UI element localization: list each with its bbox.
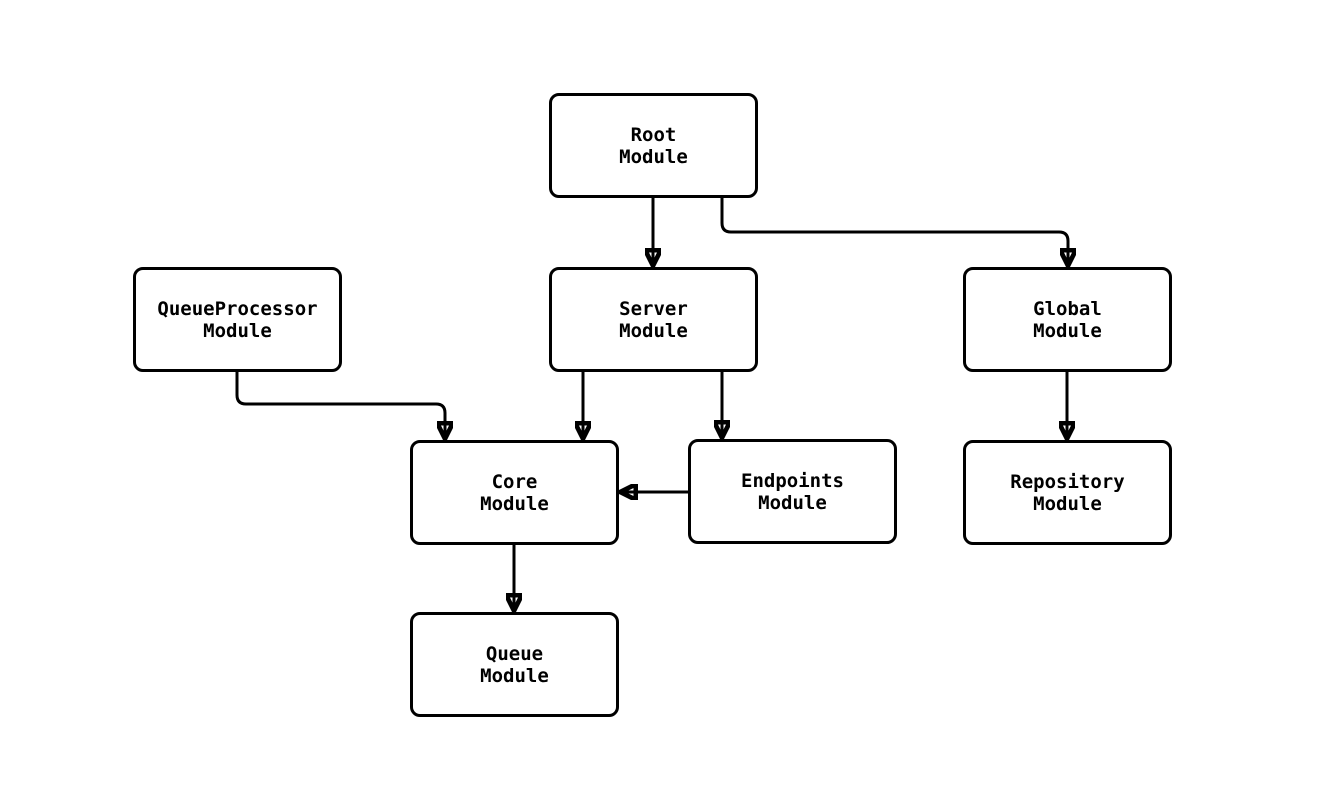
node-label-line2: Module — [480, 492, 549, 515]
node-label-line2: Module — [758, 491, 827, 514]
node-label-line2: Module — [619, 319, 688, 342]
node-label-line2: Module — [1033, 319, 1102, 342]
node-core-module: Core Module — [410, 440, 619, 545]
node-label-line1: Endpoints — [741, 469, 844, 492]
node-label-line1: QueueProcessor — [157, 297, 318, 320]
node-label-line1: Repository — [1010, 470, 1125, 493]
node-label-line2: Module — [203, 319, 272, 342]
node-queue-module: Queue Module — [410, 612, 619, 717]
node-label-line1: Global — [1033, 297, 1102, 320]
node-label-line2: Module — [480, 664, 549, 687]
node-repository-module: Repository Module — [963, 440, 1172, 545]
node-server-module: Server Module — [549, 267, 758, 372]
node-label-line1: Core — [491, 470, 538, 493]
node-endpoints-module: Endpoints Module — [688, 439, 897, 544]
node-global-module: Global Module — [963, 267, 1172, 372]
node-label-line1: Root — [630, 123, 677, 146]
edge-queueprocessor-core — [235, 372, 445, 438]
edge-root-global — [720, 198, 1068, 265]
node-label-line1: Queue — [485, 642, 544, 665]
node-label-line2: Module — [1033, 492, 1102, 515]
node-label-line1: Server — [619, 297, 688, 320]
node-queueprocessor-module: QueueProcessor Module — [133, 267, 342, 372]
node-label-line2: Module — [619, 145, 688, 168]
node-root-module: Root Module — [549, 93, 758, 198]
